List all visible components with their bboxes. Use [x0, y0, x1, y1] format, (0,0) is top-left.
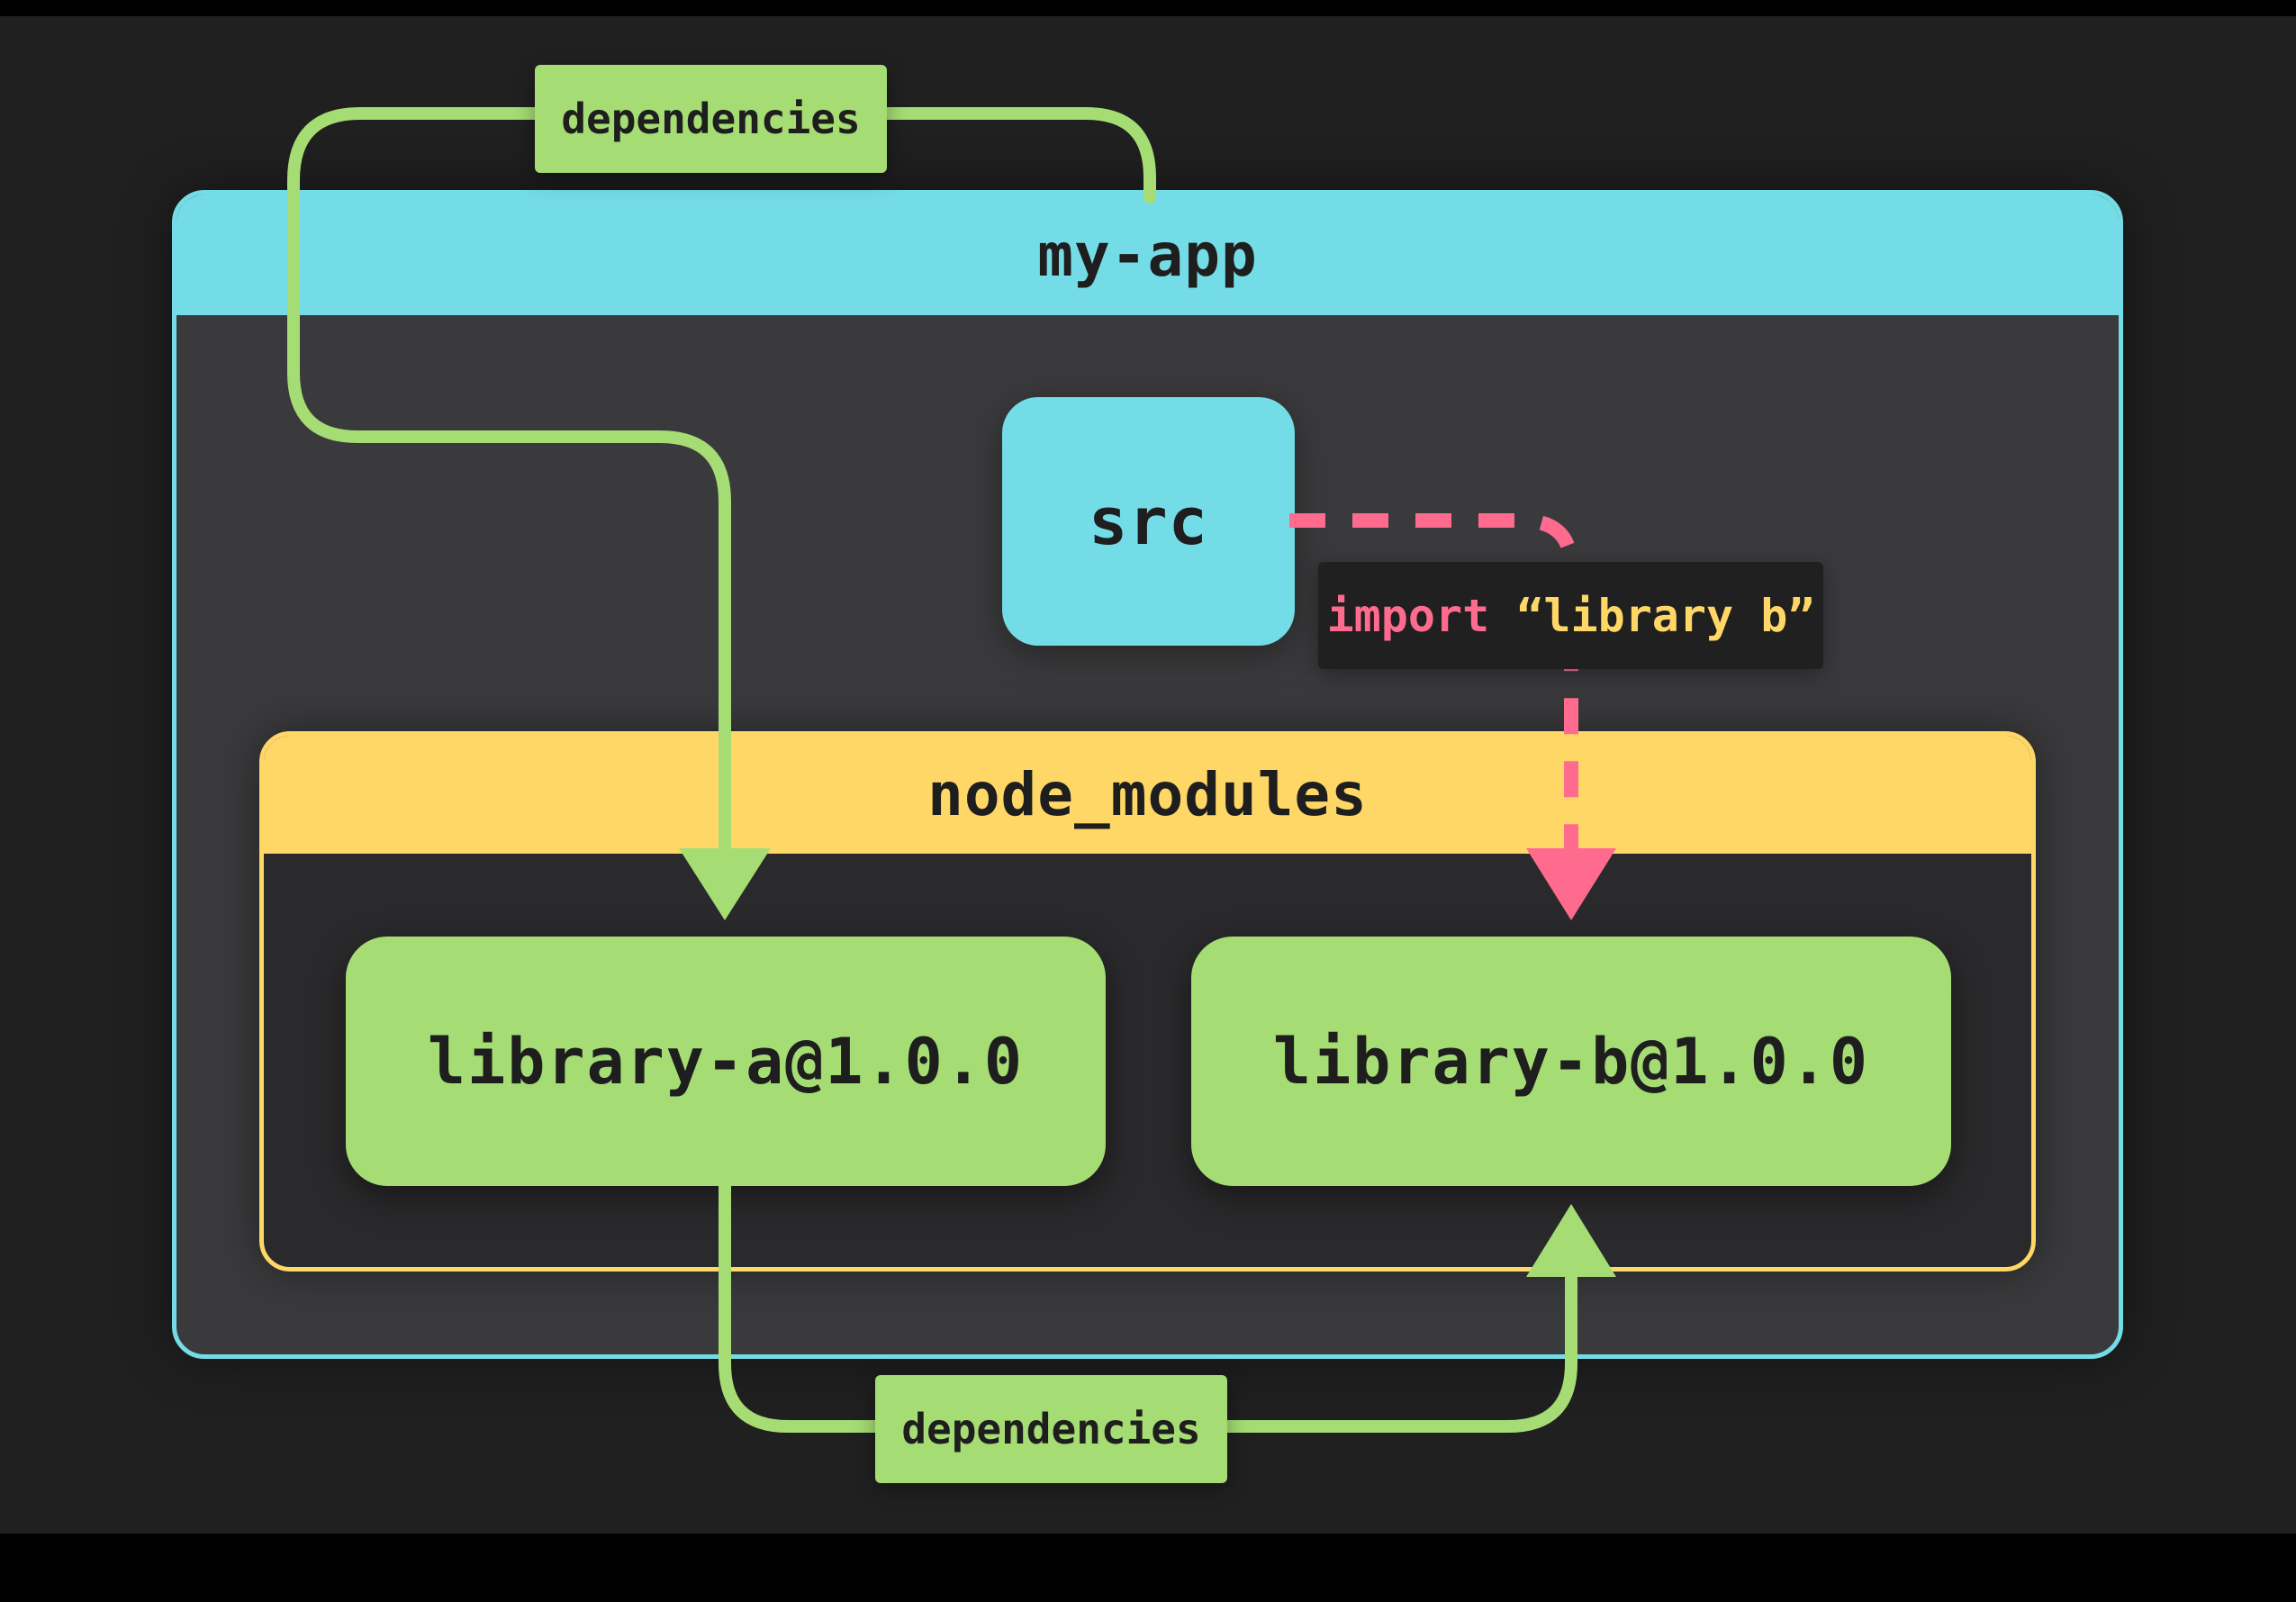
node-modules-title: node_modules	[927, 760, 1368, 829]
app-dependencies-text: dependencies	[561, 95, 861, 143]
library-a-label: library-a@1.0.0	[427, 1024, 1025, 1099]
library-b-node: library-b@1.0.0	[1191, 937, 1951, 1186]
lib-a-dependencies-text: dependencies	[901, 1405, 1201, 1453]
src-import-label: import “library b”	[1318, 562, 1823, 669]
import-statement: import “library b”	[1327, 590, 1815, 642]
src-node: src	[1002, 397, 1295, 646]
src-label: src	[1088, 484, 1209, 559]
app-dependencies-label: dependencies	[535, 65, 887, 173]
lib-a-dependencies-label: dependencies	[875, 1375, 1227, 1483]
import-target: “library b”	[1516, 589, 1815, 642]
library-a-node: library-a@1.0.0	[346, 937, 1106, 1186]
library-b-label: library-b@1.0.0	[1272, 1024, 1870, 1099]
node-modules-header: node_modules	[264, 736, 2031, 854]
my-app-title: my-app	[1037, 220, 1258, 290]
my-app-header: my-app	[176, 195, 2119, 315]
import-keyword: import	[1326, 589, 1490, 642]
